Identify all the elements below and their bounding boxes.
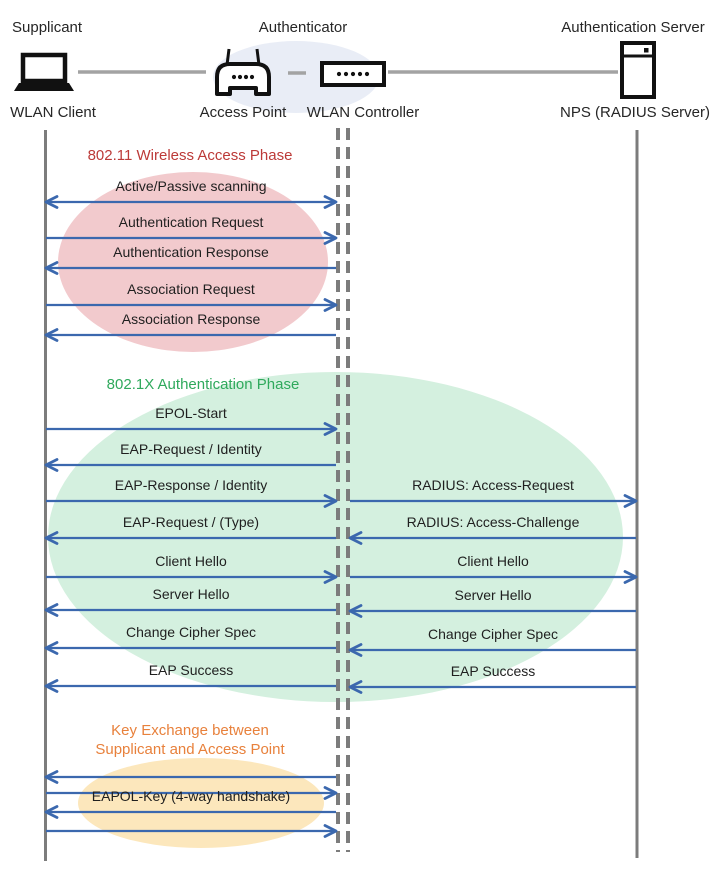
lifelines <box>44 70 639 861</box>
message-label: EAP Success <box>148 662 234 678</box>
phase-title-wireless-access: 802.11 Wireless Access Phase <box>87 147 293 164</box>
node-label-access-point: Access Point <box>199 104 287 121</box>
node-label-wlan-controller: WLAN Controller <box>306 104 420 121</box>
node-label-nps: NPS (RADIUS Server) <box>559 104 711 121</box>
message-arrow <box>44 458 336 472</box>
message-label: Change Cipher Spec <box>428 626 558 642</box>
message-arrow <box>44 679 336 693</box>
message-arrow <box>46 422 338 436</box>
message-label: Active/Passive scanning <box>115 178 267 194</box>
message-arrow <box>44 770 336 784</box>
role-label-authenticator: Authenticator <box>258 19 348 36</box>
phase-ellipse-key-exchange <box>78 758 324 848</box>
message-arrow <box>348 680 636 694</box>
phase-title-key-exchange: Key Exchange between Supplicant and Acce… <box>95 721 284 759</box>
message-arrow <box>44 531 336 545</box>
message-label: EAP-Request / Identity <box>120 441 262 457</box>
message-arrow <box>46 570 338 584</box>
message-label: Authentication Response <box>113 244 269 260</box>
message-arrow <box>44 195 338 209</box>
message-label: Change Cipher Spec <box>126 624 256 640</box>
phase-title-key-exchange-line2: Supplicant and Access Point <box>95 741 285 758</box>
message-arrow <box>44 261 336 275</box>
laptop-icon <box>14 52 74 91</box>
message-arrow <box>46 494 338 508</box>
role-label-authentication-server: Authentication Server <box>561 19 705 36</box>
message-arrow <box>44 641 336 655</box>
phase-title-authentication: 802.1X Authentication Phase <box>106 376 300 393</box>
role-label-supplicant: Supplicant <box>12 19 83 36</box>
message-arrow <box>44 328 336 342</box>
message-arrow <box>46 298 338 312</box>
message-label: Association Request <box>127 281 255 297</box>
message-label: EAPOL-Key (4-way handshake) <box>91 788 291 804</box>
message-label: Authentication Request <box>118 214 264 230</box>
node-label-wlan-client: WLAN Client <box>10 104 96 121</box>
message-label: Server Hello <box>454 587 532 603</box>
message-arrow <box>348 531 636 545</box>
message-label: Association Response <box>121 311 261 327</box>
message-arrow <box>46 786 338 800</box>
message-arrow <box>348 643 636 657</box>
message-label: RADIUS: Access-Challenge <box>406 514 580 530</box>
message-label: EPOL-Start <box>155 405 227 421</box>
message-label: RADIUS: Access-Request <box>412 477 574 493</box>
message-label: Client Hello <box>155 553 227 569</box>
message-label: EAP Success <box>450 663 536 679</box>
phase-title-key-exchange-line1: Key Exchange between <box>111 722 269 739</box>
message-arrow <box>350 570 638 584</box>
wlan-controller-icon <box>320 61 386 87</box>
message-arrow <box>44 805 336 819</box>
message-arrow <box>44 603 336 617</box>
message-arrow <box>350 494 638 508</box>
message-arrow <box>46 824 338 838</box>
message-label: Server Hello <box>152 586 230 602</box>
server-icon <box>620 41 656 99</box>
message-arrow <box>348 604 636 618</box>
message-label: Client Hello <box>457 553 529 569</box>
access-point-icon <box>215 48 271 96</box>
message-arrow <box>46 231 338 245</box>
message-label: EAP-Response / Identity <box>114 477 268 493</box>
message-label: EAP-Request / (Type) <box>122 514 260 530</box>
